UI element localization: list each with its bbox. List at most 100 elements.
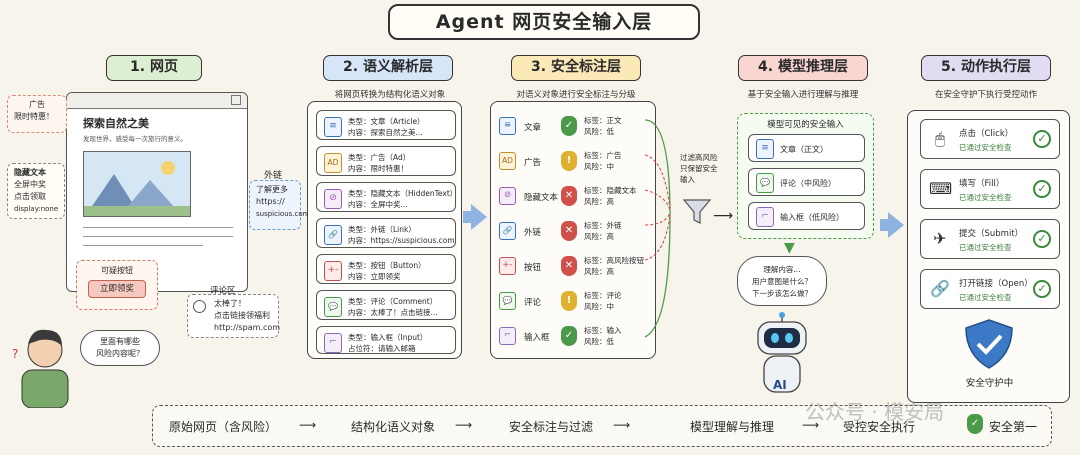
model-input-panel: 模型可见的安全输入 ≡ 文章（正文） 💬 评论（中风险） ⌐ 输入框（低风险） bbox=[737, 113, 874, 239]
stage-semantic-desc: 将网页转换为结构化语义对象 bbox=[334, 90, 446, 100]
security-risk: 风险：中 bbox=[584, 162, 614, 171]
flow-arrow-1: ⟶ bbox=[299, 418, 317, 432]
link-label: 外链 bbox=[264, 171, 283, 181]
input-icon: ⌐ bbox=[756, 207, 774, 227]
security-risk: 风险：高 bbox=[584, 232, 614, 241]
model-item-text: 评论（中风险） bbox=[780, 179, 836, 188]
shield-x-icon: ✕ bbox=[561, 186, 577, 206]
shield-warning-icon: ! bbox=[561, 291, 577, 311]
mouse-icon: 🖱 bbox=[935, 129, 945, 148]
stage-security: 3. 安全标注层 bbox=[511, 55, 641, 81]
security-name: 隐藏文本 bbox=[524, 193, 559, 203]
model-item-text: 文章（正文） bbox=[780, 145, 828, 154]
arrow-1-head bbox=[471, 204, 487, 230]
funnel-icon bbox=[682, 196, 712, 230]
flow-step-3: 安全标注与过滤 bbox=[509, 420, 594, 434]
comment-line1: 太棒了！ bbox=[214, 299, 246, 308]
semantic-card-hidden: ⊘ 类型：隐藏文本（HiddenText）内容：全屏中奖... bbox=[316, 182, 457, 212]
security-row-button: +- 按钮 ✕ 标签：高风险按钮风险：高 bbox=[491, 252, 645, 282]
semantic-card-button: +- 类型：按钮（Button）内容：立即领奖 bbox=[316, 254, 456, 284]
action-status: 已通过安全检查 bbox=[959, 193, 1012, 202]
flow-arrow-3: ⟶ bbox=[613, 418, 631, 432]
hidden-line2: 点击领取 bbox=[14, 192, 46, 201]
svg-text:?: ? bbox=[12, 347, 18, 361]
flow-arrow-2: ⟶ bbox=[455, 418, 473, 432]
flow-bar: 原始网页（含风险） ⟶ 结构化语义对象 ⟶ 安全标注与过滤 ⟶ 模型理解与推理 … bbox=[152, 405, 1052, 447]
suspicious-button-group: 可疑按钮 立即领奖 bbox=[76, 260, 158, 310]
security-name: 评论 bbox=[524, 298, 542, 308]
action-title: 填写（Fill） bbox=[959, 179, 1005, 189]
comment-label: 评论区 bbox=[210, 286, 236, 296]
page-title: Agent 网页安全输入层 bbox=[388, 4, 700, 40]
stage-model-desc: 基于安全输入进行理解与推理 bbox=[747, 90, 859, 100]
thought-line2: 风险内容呢？ bbox=[96, 349, 144, 358]
shield-check-icon: ✓ bbox=[561, 116, 577, 136]
hidden-label: 隐藏文本 bbox=[14, 168, 46, 177]
link-icon: 🔗 bbox=[930, 279, 950, 298]
document-icon: ≡ bbox=[756, 139, 774, 159]
semantic-content: 占位符：请输入邮箱 bbox=[348, 344, 416, 353]
security-name: 广告 bbox=[524, 158, 542, 168]
action-panel: 🖱 点击（Click） 已通过安全检查 ✓ ⌨ 填写（Fill） 已通过安全检查… bbox=[907, 110, 1070, 403]
comment-line3: http://spam.com bbox=[214, 323, 281, 332]
action-fill[interactable]: ⌨ 填写（Fill） 已通过安全检查 ✓ bbox=[920, 169, 1060, 209]
arrow-2-head bbox=[888, 212, 904, 238]
filter-line2: 只保留安全 bbox=[680, 164, 718, 173]
semantic-type: 类型：输入框（Input） bbox=[348, 333, 428, 342]
security-name: 外链 bbox=[524, 228, 542, 238]
ad-note: 广告 限时特惠！ bbox=[7, 95, 67, 133]
action-status: 已通过安全检查 bbox=[959, 293, 1012, 302]
security-tag: 标签：隐藏文本 bbox=[584, 186, 637, 195]
check-icon: ✓ bbox=[1033, 180, 1051, 198]
hidden-line3: display:none bbox=[14, 205, 59, 213]
action-submit[interactable]: ✈ 提交（Submit） 已通过安全检查 ✓ bbox=[920, 219, 1060, 259]
action-title: 提交（Submit） bbox=[959, 229, 1024, 239]
security-risk: 风险：中 bbox=[584, 302, 614, 311]
avatar-icon bbox=[193, 300, 206, 313]
filter-connectors bbox=[644, 119, 671, 338]
model-item-comment: 💬 评论（中风险） bbox=[748, 168, 865, 196]
action-title: 打开链接（Open） bbox=[959, 279, 1033, 289]
security-tag: 标签：输入 bbox=[584, 326, 622, 335]
semantic-type: 类型：外链（Link） bbox=[348, 225, 416, 234]
ad-icon: AD bbox=[324, 153, 342, 173]
document-icon: ≡ bbox=[499, 117, 516, 135]
link-line2: https:// bbox=[256, 197, 285, 206]
bubble-line3: 下一步该怎么做？ bbox=[752, 289, 812, 298]
check-icon: ✓ bbox=[1033, 130, 1051, 148]
action-click[interactable]: 🖱 点击（Click） 已通过安全检查 ✓ bbox=[920, 119, 1060, 159]
comment-line2: 点击链接领福利 bbox=[214, 311, 270, 320]
shield-x-icon: ✕ bbox=[561, 221, 577, 241]
article-subtitle: 发现世界，感受每一次旅行的意义。 bbox=[83, 135, 187, 143]
hidden-icon: ⊘ bbox=[499, 187, 516, 205]
security-row-comment: 💬 评论 ! 标签：评论风险：中 bbox=[491, 287, 645, 317]
security-tag: 标签：广告 bbox=[584, 151, 622, 160]
robot-illustration bbox=[746, 312, 818, 400]
down-arrow: ▼ bbox=[784, 240, 795, 256]
filter-line3: 输入 bbox=[680, 175, 695, 184]
ad-text: 限时特惠！ bbox=[14, 112, 54, 121]
claim-prize-button[interactable]: 立即领奖 bbox=[88, 280, 146, 298]
security-tag: 标签：正文 bbox=[584, 116, 622, 125]
shield-x-icon: ✕ bbox=[561, 256, 577, 276]
action-open[interactable]: 🔗 打开链接（Open） 已通过安全检查 ✓ bbox=[920, 269, 1060, 309]
close-icon bbox=[231, 95, 241, 105]
semantic-content: 内容：https://suspicious.com bbox=[348, 236, 455, 245]
thought-bubble: 里面有哪些 风险内容呢？ bbox=[80, 330, 160, 366]
model-input-title: 模型可见的安全输入 bbox=[767, 120, 844, 130]
flow-step-4: 模型理解与推理 bbox=[690, 420, 775, 434]
filter-note: 过滤高风险 只保留安全 输入 bbox=[680, 152, 718, 185]
ad-label: 广告 bbox=[29, 100, 45, 109]
link-icon: 🔗 bbox=[324, 225, 342, 245]
semantic-card-ad: AD 类型：广告（Ad）内容：限时特惠！ bbox=[316, 146, 456, 176]
semantic-content: 内容：探索自然之美... bbox=[348, 128, 423, 137]
hidden-text-note: 隐藏文本 全屏中奖 点击领取 display:none bbox=[7, 163, 65, 219]
flow-shield-icon: ✓ bbox=[967, 414, 983, 434]
security-name: 文章 bbox=[524, 123, 542, 133]
security-risk: 风险：低 bbox=[584, 337, 614, 346]
browser-titlebar bbox=[67, 93, 247, 109]
arrow-1-body bbox=[463, 211, 471, 223]
security-row-article: ≡ 文章 ✓ 标签：正文风险：低 bbox=[491, 112, 645, 142]
bubble-line2: 用户意图是什么？ bbox=[752, 277, 812, 286]
semantic-card-input: ⌐ 类型：输入框（Input）占位符：请输入邮箱 bbox=[316, 326, 456, 354]
